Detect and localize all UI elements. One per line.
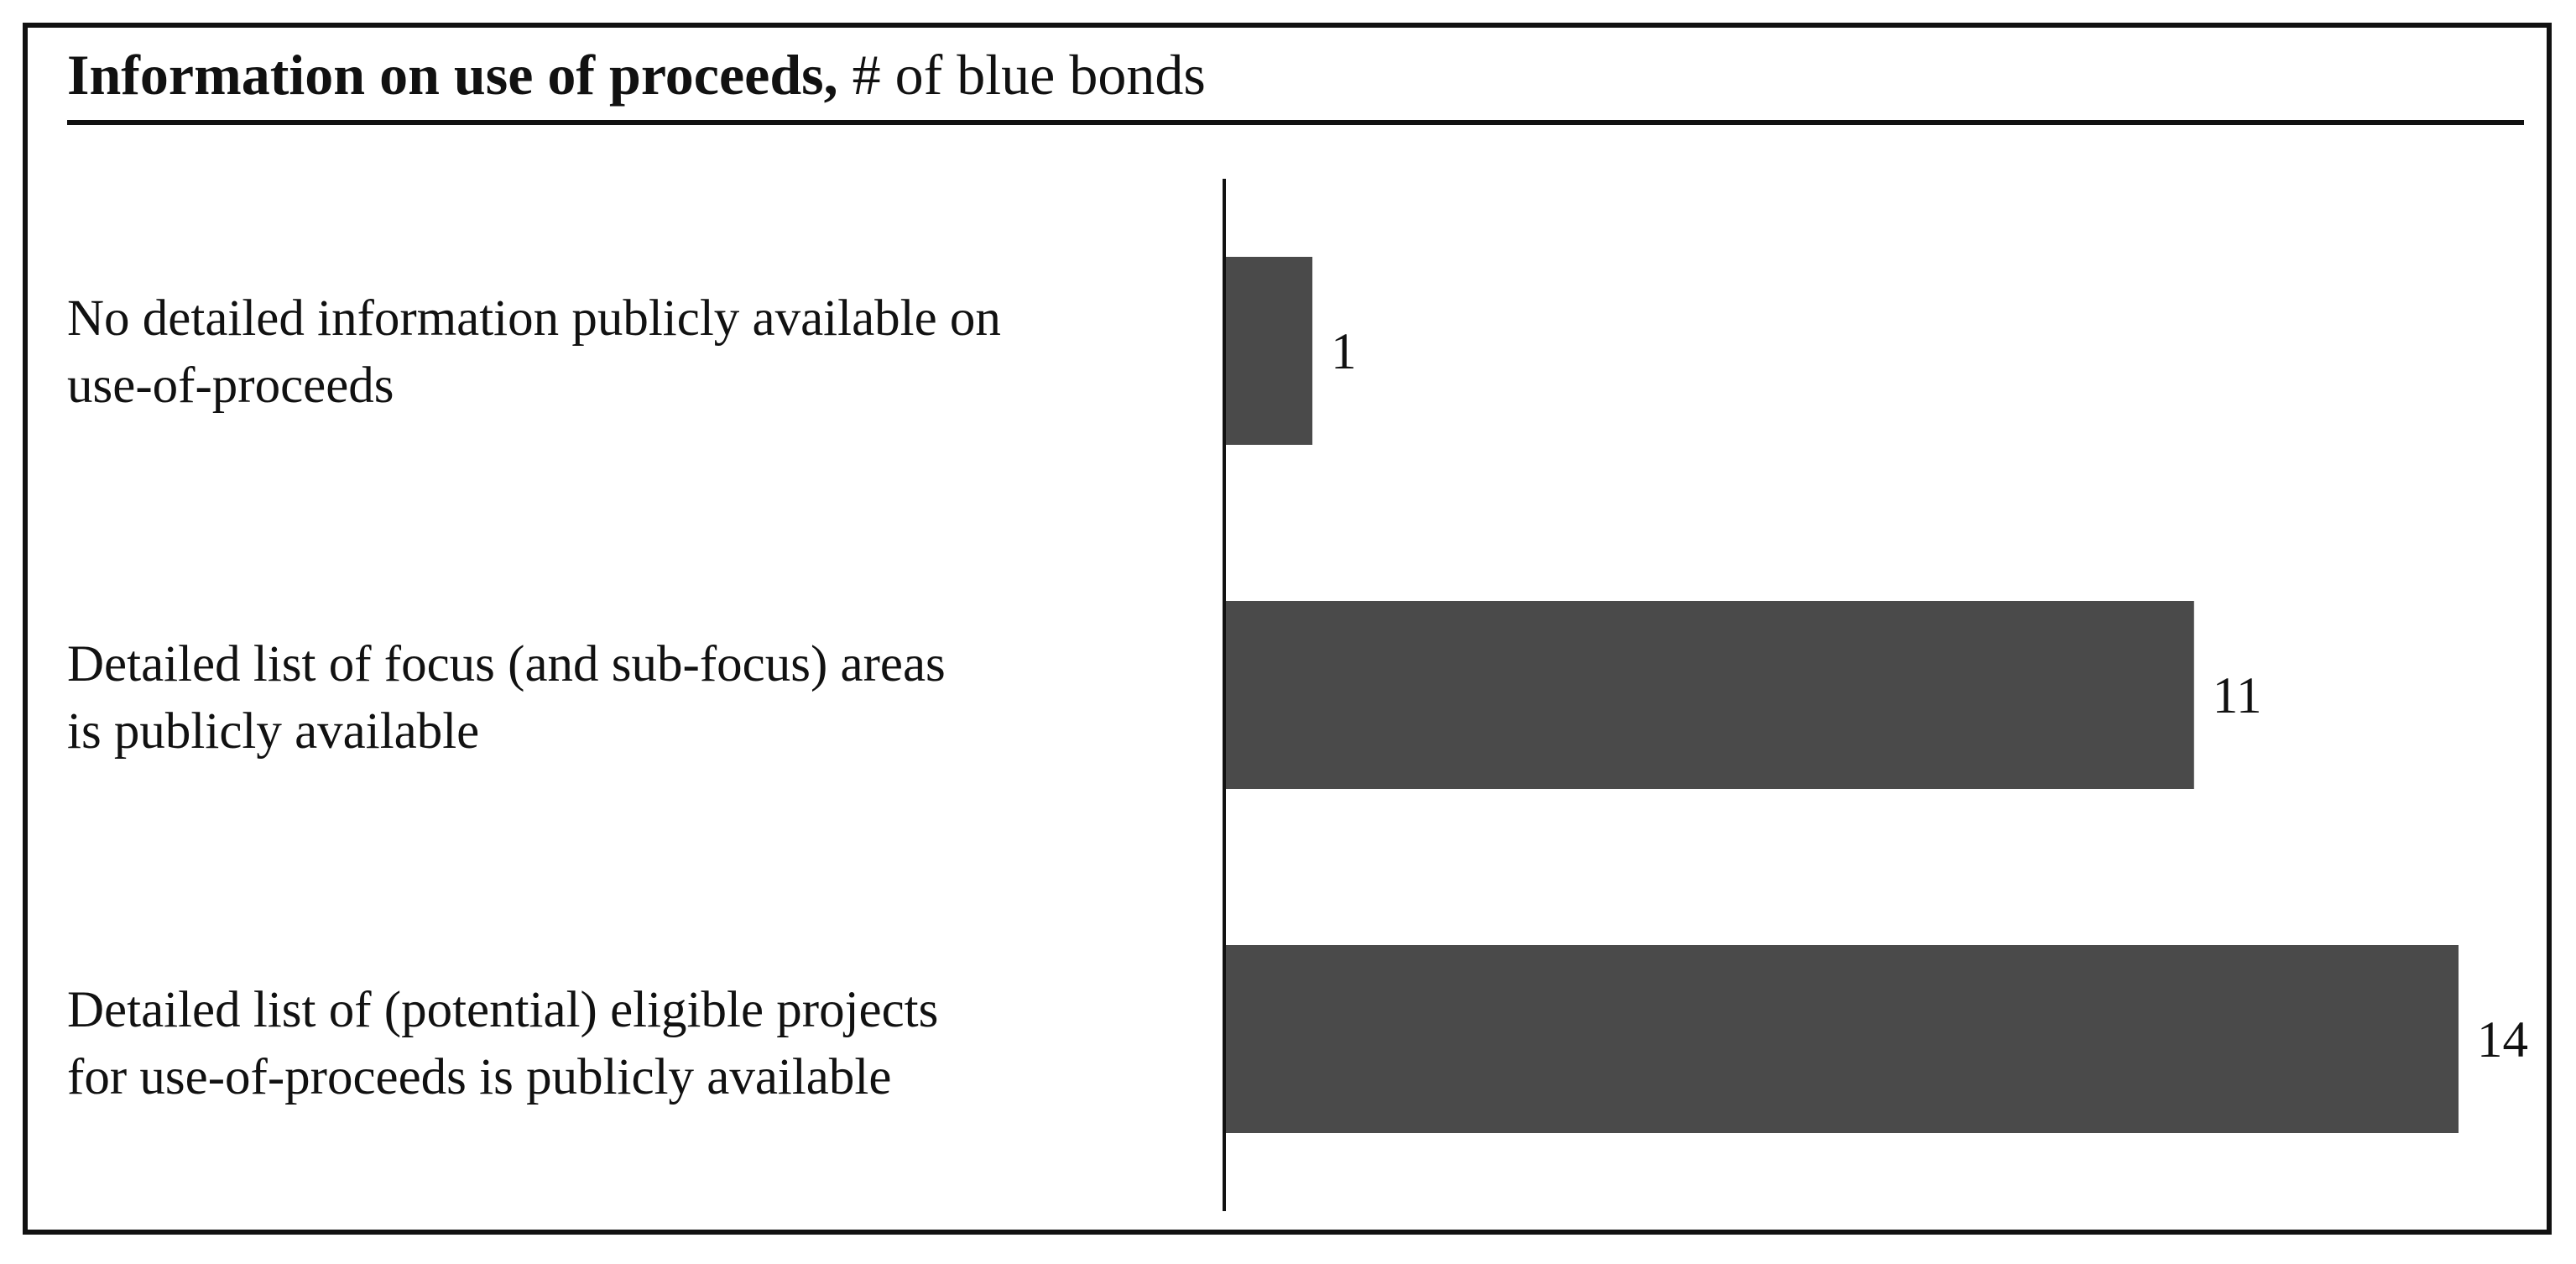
category-label-no-detailed-info: No detailed information publicly availab…: [67, 285, 1208, 420]
bar-value-label: 11: [2213, 668, 2262, 724]
bar: [1224, 945, 2459, 1133]
category-label-line: for use-of-proceeds is publicly availabl…: [67, 1049, 892, 1105]
bar: [1224, 601, 2194, 789]
bar-value-label: 1: [1331, 324, 1357, 380]
title-underline: [67, 120, 2524, 125]
chart-title-unit: # of blue bonds: [852, 43, 1206, 107]
chart-title-bold: Information on use of proceeds,: [67, 43, 838, 107]
category-label-line: Detailed list of focus (and sub-focus) a…: [67, 636, 946, 692]
category-label-line: No detailed information publicly availab…: [67, 290, 1001, 347]
chart-title: Information on use of proceeds, # of blu…: [67, 46, 1206, 103]
category-label-line: Detailed list of (potential) eligible pr…: [67, 982, 939, 1038]
category-label-eligible-projects: Detailed list of (potential) eligible pr…: [67, 977, 1208, 1111]
bar-value-label: 14: [2477, 1012, 2528, 1068]
category-label-line: use-of-proceeds: [67, 358, 394, 414]
bar: [1224, 257, 1313, 445]
category-label-focus-areas: Detailed list of focus (and sub-focus) a…: [67, 631, 1208, 765]
chart-frame: [23, 23, 2552, 1235]
category-label-line: is publicly available: [67, 703, 480, 760]
